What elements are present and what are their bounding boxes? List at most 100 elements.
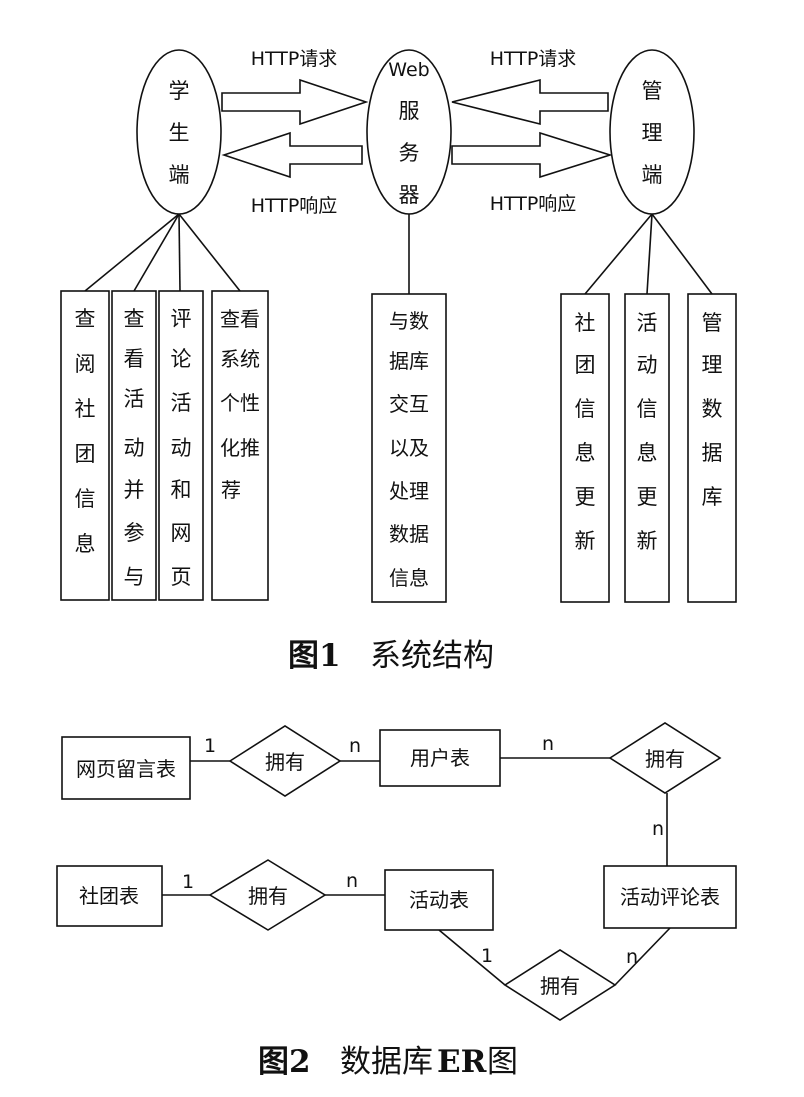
figure-1-caption-number: 图1 — [288, 638, 341, 674]
svg-text:社: 社 — [575, 311, 596, 335]
entity-user: 用户表 — [379, 729, 501, 787]
svg-text:拥有: 拥有 — [645, 747, 685, 771]
svg-text:管: 管 — [702, 311, 723, 335]
student-node-char: 端 — [169, 163, 190, 187]
svg-text:更: 更 — [575, 485, 596, 509]
svg-text:查看: 查看 — [220, 307, 260, 331]
entity-activity-comment: 活动评论表 — [603, 865, 737, 929]
admin-node-label: 管 理 端 — [642, 79, 663, 187]
svg-text:查: 查 — [124, 307, 145, 331]
svg-text:团: 团 — [75, 442, 96, 466]
entity-club: 社团表 — [56, 865, 163, 927]
figure-2-caption-text: 数据库 — [340, 1044, 433, 1080]
svg-text:社: 社 — [75, 397, 96, 421]
admin-function-1: 社 团 信 息 更 新 — [560, 293, 610, 603]
server-node-char: Web — [388, 59, 429, 81]
svg-text:荐: 荐 — [221, 478, 241, 502]
entity-web-message: 网页留言表 — [61, 736, 191, 800]
svg-text:新: 新 — [637, 529, 658, 553]
figure-2-caption-er: ER — [437, 1044, 487, 1080]
cardinality-label: n — [346, 870, 358, 892]
relation-user-comment: 拥有 — [608, 722, 722, 794]
entity-activity: 活动表 — [384, 869, 494, 931]
svg-text:网页留言表: 网页留言表 — [76, 757, 176, 781]
arrow-admin-to-server — [451, 78, 609, 126]
figure-1-system-structure: 学 生 端 Web 服 务 器 管 理 端 HTTP请求 HTTP响应 HTTP… — [60, 48, 737, 674]
figure-2-er-diagram: 网页留言表 用户表 社团表 活动表 活动评论表 拥有 — [56, 722, 737, 1080]
svg-text:个性: 个性 — [220, 391, 260, 415]
server-node-char: 务 — [399, 141, 420, 165]
svg-text:评: 评 — [171, 307, 192, 331]
cardinality-label: 1 — [204, 735, 216, 757]
admin-node-char: 端 — [642, 163, 663, 187]
svg-text:活: 活 — [124, 387, 145, 411]
svg-text:活动表: 活动表 — [409, 888, 469, 912]
admin-function-2: 活 动 信 息 更 新 — [624, 293, 670, 603]
svg-text:信: 信 — [637, 397, 658, 421]
svg-text:据: 据 — [702, 441, 723, 465]
svg-text:并: 并 — [124, 478, 145, 502]
svg-text:社团表: 社团表 — [79, 884, 139, 908]
http-response-label-left: HTTP响应 — [251, 195, 338, 217]
student-function-3: 评 论 活 动 和 网 页 — [158, 290, 204, 601]
cardinality-label: 1 — [182, 871, 194, 893]
svg-text:据库: 据库 — [389, 349, 429, 373]
arrow-server-to-admin — [451, 131, 613, 179]
cardinality-label: 1 — [481, 945, 493, 967]
svg-text:网: 网 — [171, 521, 192, 545]
svg-text:页: 页 — [171, 565, 192, 589]
svg-text:动: 动 — [124, 436, 145, 460]
cardinality-label: n — [542, 733, 554, 755]
svg-text:库: 库 — [702, 485, 723, 509]
figure-2-caption-number: 图2 — [258, 1044, 311, 1080]
svg-text:动: 动 — [171, 436, 192, 460]
svg-text:与数: 与数 — [389, 309, 429, 333]
svg-text:拥有: 拥有 — [248, 884, 288, 908]
svg-text:阅: 阅 — [75, 352, 96, 376]
arrow-server-to-student — [221, 131, 363, 179]
admin-node-char: 管 — [642, 79, 663, 103]
svg-text:信息: 信息 — [389, 566, 429, 590]
http-response-label-right: HTTP响应 — [490, 193, 577, 215]
svg-text:论: 论 — [171, 347, 192, 371]
figure-1-caption-text: 系统结构 — [370, 638, 494, 674]
svg-text:和: 和 — [171, 478, 192, 502]
admin-node-char: 理 — [642, 121, 663, 145]
admin-function-3: 管 理 数 据 库 — [687, 293, 737, 603]
admin-connectors — [584, 213, 713, 295]
relation-club-activity: 拥有 — [208, 859, 327, 931]
svg-text:数据: 数据 — [389, 522, 429, 546]
svg-text:数: 数 — [702, 397, 723, 421]
student-node-char: 生 — [169, 121, 190, 145]
student-connectors — [84, 213, 241, 292]
svg-text:活动评论表: 活动评论表 — [620, 885, 720, 909]
svg-text:动: 动 — [637, 353, 658, 377]
svg-text:活: 活 — [637, 311, 658, 335]
svg-text:拥有: 拥有 — [540, 974, 580, 998]
student-node-char: 学 — [169, 79, 190, 103]
svg-text:用户表: 用户表 — [410, 746, 470, 770]
svg-text:更: 更 — [637, 485, 658, 509]
svg-text:化推: 化推 — [220, 436, 260, 460]
relation-web-message-user: 拥有 — [228, 725, 342, 797]
svg-text:与: 与 — [124, 565, 145, 589]
svg-text:交互: 交互 — [389, 392, 429, 416]
student-node-label: 学 生 端 — [169, 79, 190, 187]
svg-text:理: 理 — [702, 353, 723, 377]
server-node-char: 服 — [399, 99, 420, 123]
cardinality-label: n — [349, 735, 361, 757]
server-node-char: 器 — [399, 183, 420, 207]
http-request-label-right: HTTP请求 — [490, 48, 577, 70]
svg-text:处理: 处理 — [389, 479, 429, 503]
server-node-label: Web 服 务 器 — [388, 59, 429, 207]
cardinality-label: n — [652, 818, 664, 840]
svg-text:以及: 以及 — [389, 436, 429, 460]
svg-text:拥有: 拥有 — [265, 750, 305, 774]
svg-text:查: 查 — [75, 307, 96, 331]
svg-text:参: 参 — [124, 521, 145, 545]
svg-text:信: 信 — [575, 397, 596, 421]
svg-text:团: 团 — [575, 353, 596, 377]
student-function-2: 查 看 活 动 并 参 与 — [111, 290, 157, 601]
relation-activity-comment: 拥有 — [503, 949, 617, 1021]
